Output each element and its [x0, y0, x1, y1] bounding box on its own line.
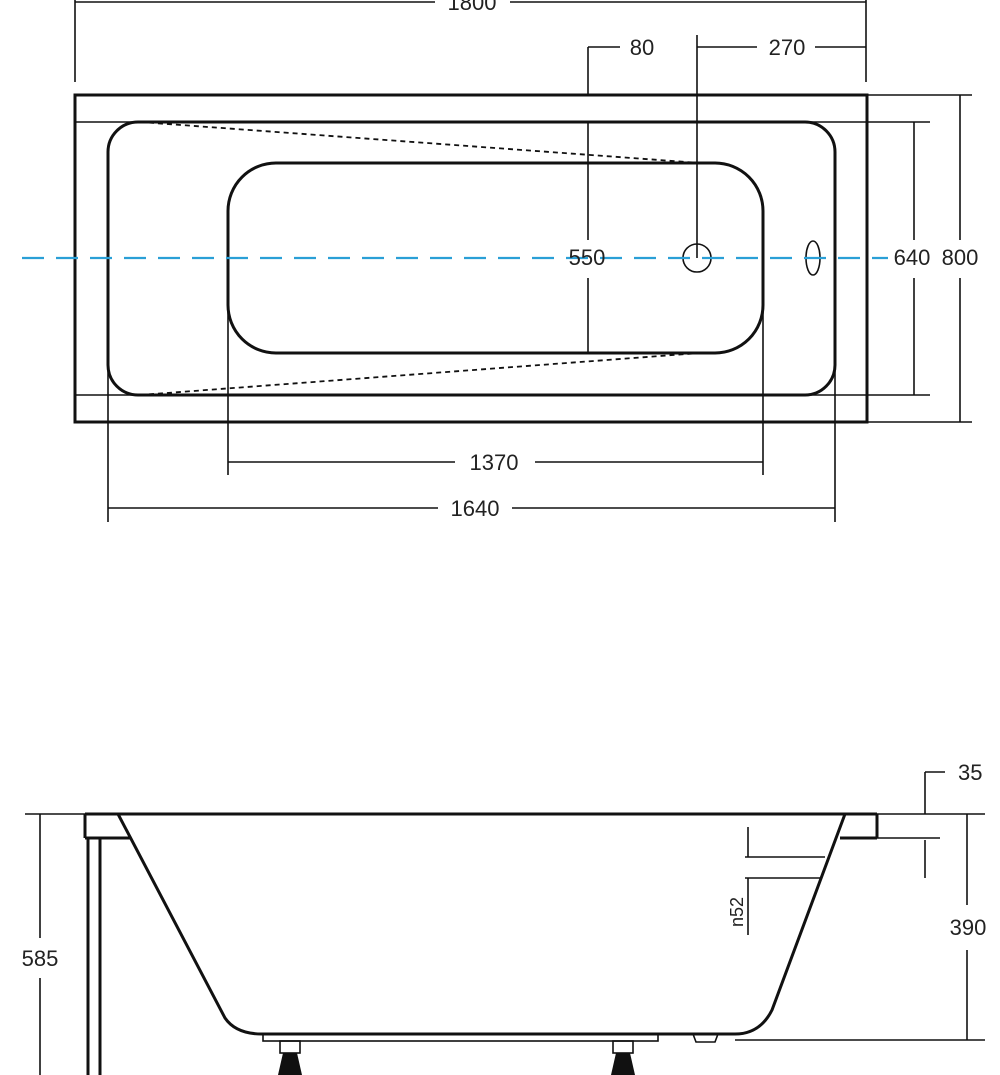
dim-drain-offset: 270	[696, 35, 866, 258]
slope-line-bottom	[139, 352, 701, 396]
dim-overflow-offset: 80	[587, 35, 654, 95]
dim-inner-width-label: 640	[894, 245, 931, 270]
dim-overall-width-label: 800	[942, 245, 979, 270]
top-view: 1800 80 270	[22, 0, 978, 522]
support-frame	[262, 1033, 659, 1042]
dim-rim-thickness: 35	[877, 760, 982, 878]
dim-rim-thickness-label: 35	[958, 760, 982, 785]
dim-tub-depth-label: 390	[950, 915, 987, 940]
dim-inner-depth: 550	[569, 122, 606, 354]
leg-right	[611, 1040, 635, 1075]
dim-drain-offset-label: 270	[769, 35, 806, 60]
dim-inner-length: 1640	[107, 340, 836, 522]
dim-inner-length-label: 1640	[451, 496, 500, 521]
side-view: n52 35 390 585	[22, 760, 987, 1075]
dim-overflow-offset-label: 80	[630, 35, 654, 60]
dim-overall-length-label: 1800	[448, 0, 497, 15]
dim-overflow-size-label: n52	[727, 897, 747, 927]
slope-line-top	[139, 121, 701, 164]
dim-overall-length: 1800	[74, 0, 867, 82]
dim-bottom-length: 1370	[227, 300, 764, 475]
dim-inner-width: 640	[894, 122, 931, 395]
dim-total-height: 585	[22, 813, 85, 1075]
dim-inner-depth-label: 550	[569, 245, 606, 270]
dim-total-height-label: 585	[22, 946, 59, 971]
dim-tub-depth: 390	[735, 813, 987, 1041]
dim-bottom-length-label: 1370	[470, 450, 519, 475]
leg-left	[278, 1040, 302, 1075]
dim-overall-width: 800	[867, 94, 979, 423]
drain-stub	[692, 1033, 719, 1043]
